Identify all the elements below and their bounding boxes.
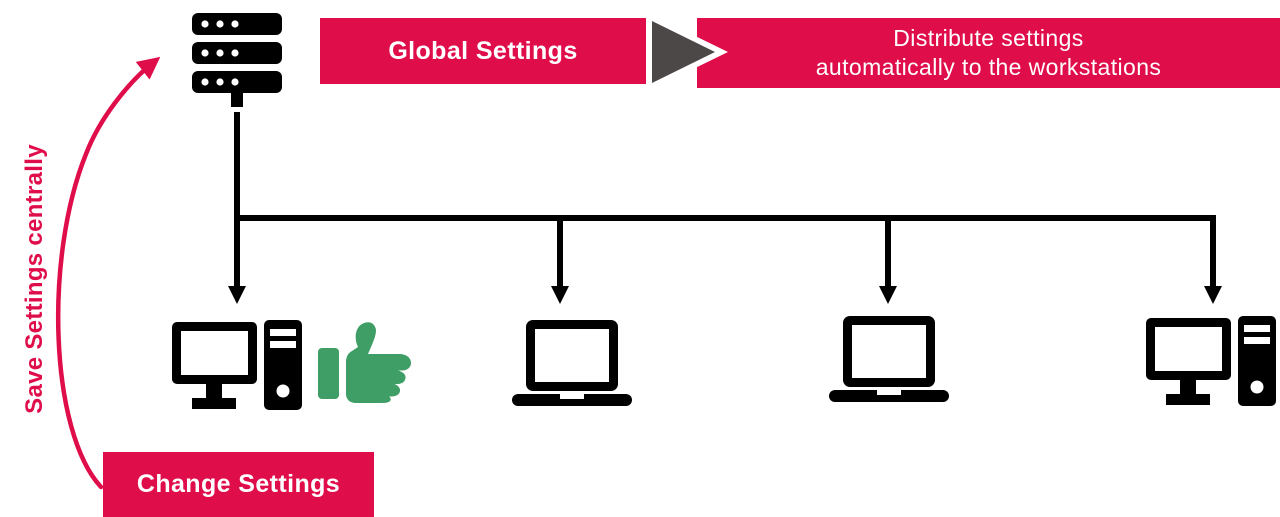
distribute-line-1: Distribute settings — [893, 25, 1084, 51]
save-settings-caption: Save Settings centrally — [21, 144, 48, 414]
global-settings-box: Global Settings — [320, 18, 646, 84]
thumbs-up-icon — [318, 322, 411, 403]
change-settings-label: Change Settings — [136, 470, 341, 498]
down-arrowhead-icon — [879, 286, 897, 304]
laptop-icon — [829, 316, 949, 402]
change-settings-box: Change Settings — [103, 452, 374, 517]
global-settings-label: Global Settings — [388, 36, 578, 65]
desktop-computer-icon — [172, 320, 302, 410]
desktop-computer-icon — [1146, 316, 1276, 406]
laptop-icon — [512, 320, 632, 406]
curved-arrow-up-icon — [55, 56, 161, 490]
server-icon — [192, 13, 282, 107]
distribute-settings-box: Distribute settings automatically to the… — [697, 18, 1280, 88]
down-arrowhead-icon — [551, 286, 569, 304]
distribute-line-2: automatically to the workstations — [815, 54, 1162, 80]
down-arrowhead-icon — [1204, 286, 1222, 304]
triangle-right-icon — [648, 13, 728, 91]
down-arrowhead-icon — [228, 286, 246, 304]
workstation-drop-arrows — [228, 215, 1222, 304]
